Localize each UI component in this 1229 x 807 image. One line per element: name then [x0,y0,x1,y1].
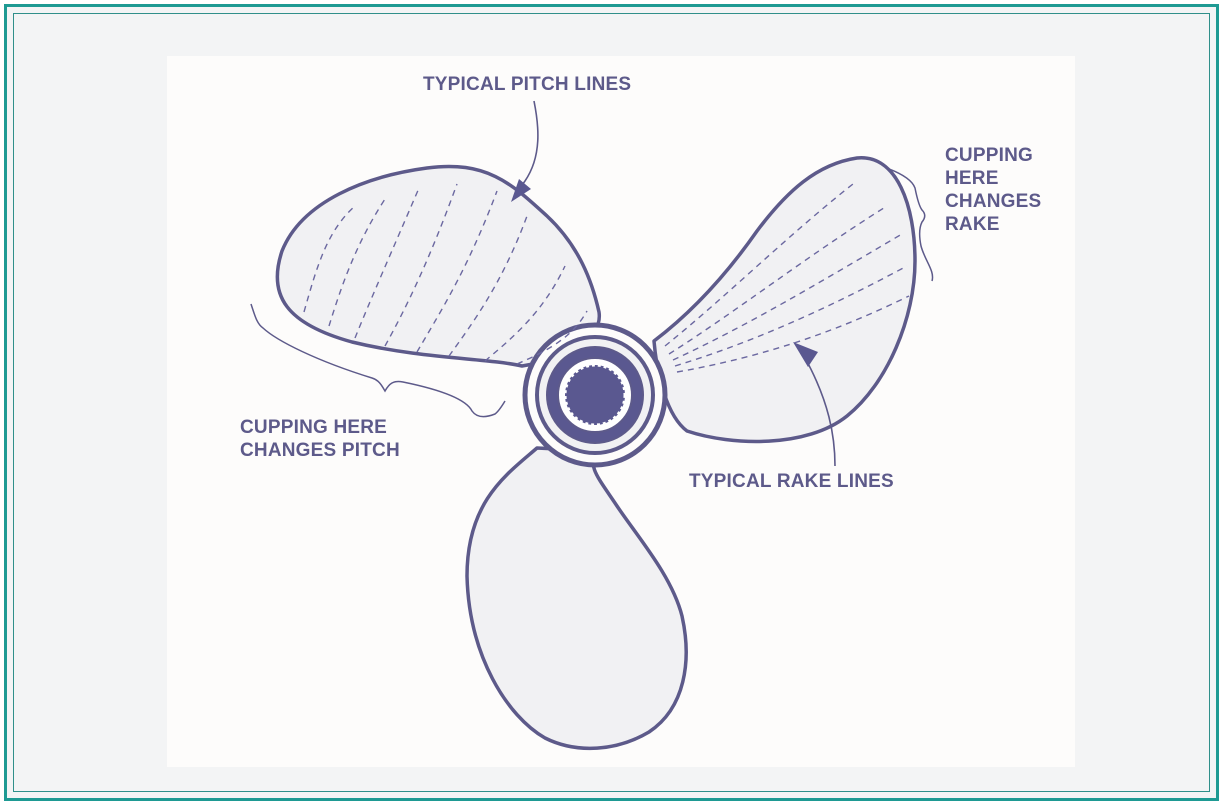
propeller-illustration [167,56,1075,767]
blade-bottom [467,448,686,748]
label-cupping-changes-pitch: CUPPING HERE CHANGES PITCH [240,416,400,462]
blade-upper-left [277,166,599,366]
hub [525,325,665,465]
propeller-figure: TYPICAL PITCH LINES TYPICAL RAKE LINES C… [167,56,1075,767]
label-typical-rake-lines: TYPICAL RAKE LINES [689,470,894,493]
label-typical-pitch-lines: TYPICAL PITCH LINES [423,73,631,96]
label-cupping-changes-rake: CUPPING HERE CHANGES RAKE [945,144,1041,236]
figure-frame: TYPICAL PITCH LINES TYPICAL RAKE LINES C… [4,4,1219,801]
blade-right [654,158,915,442]
